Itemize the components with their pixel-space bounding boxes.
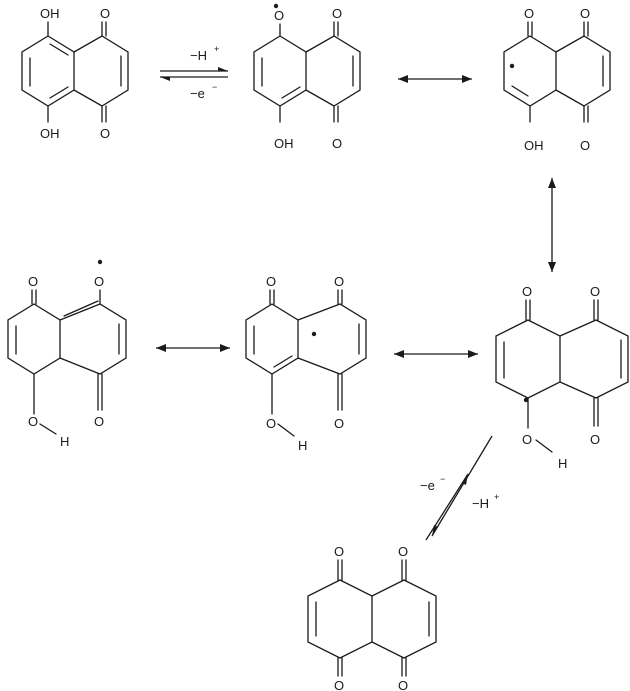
- plus-sup: +: [214, 44, 219, 54]
- radical-dot: [273, 3, 279, 9]
- o-label-top: O: [100, 6, 110, 21]
- minus-sup: −: [212, 82, 217, 92]
- o-label-bottom: O: [94, 414, 104, 429]
- molecule-radical-1: O OH O O: [253, 3, 361, 151]
- molecule-tetraone: O O O O: [307, 544, 437, 691]
- o-label-bottom: O: [334, 416, 344, 431]
- h-label: H: [558, 456, 567, 471]
- equilibrium-arrow-1: −H + −e −: [160, 44, 228, 101]
- minus-e-label: −e: [190, 86, 205, 101]
- o-label-left: O: [266, 274, 276, 289]
- h-label: H: [298, 438, 307, 453]
- o-label-bottom: O: [100, 126, 110, 141]
- minus-sup: −: [440, 474, 445, 484]
- o-label: O: [274, 8, 284, 23]
- plus-sup: +: [494, 492, 499, 502]
- resonance-arrow-3: [156, 344, 230, 352]
- oh-label-bottom: OH: [40, 126, 60, 141]
- minus-h-label: −H: [190, 48, 207, 63]
- o-label-bottom: O: [590, 432, 600, 447]
- o-label-tr: O: [398, 544, 408, 559]
- molecule-radical-4: O O O H O: [245, 274, 367, 453]
- minus-h-label: −H: [472, 496, 489, 511]
- radical-dot: [311, 331, 317, 337]
- o-label-left: O: [28, 274, 38, 289]
- o-label-bl: O: [334, 678, 344, 691]
- o-label-tl: O: [334, 544, 344, 559]
- o-label-bottom: O: [332, 136, 342, 151]
- molecule-radical-3: O O O H O: [7, 259, 127, 449]
- o-label-oh: O: [266, 416, 276, 431]
- oh-label: OH: [274, 136, 294, 151]
- molecule-radical-2: O O OH O: [503, 6, 611, 153]
- o-label-top: O: [332, 6, 342, 21]
- o-label-right: O: [94, 274, 104, 289]
- minus-e-label: −e: [420, 478, 435, 493]
- molecule-radical-5: O O O H O: [495, 284, 629, 471]
- radical-dot: [97, 259, 103, 265]
- resonance-arrow-1: [398, 75, 472, 83]
- o-label-oh: O: [28, 414, 38, 429]
- h-label: H: [60, 434, 69, 449]
- o-label-right: O: [590, 284, 600, 299]
- radical-dot: [523, 397, 529, 403]
- resonance-arrow-2: [548, 178, 556, 272]
- o-label-right: O: [580, 6, 590, 21]
- o-label-left: O: [524, 6, 534, 21]
- radical-dot: [509, 63, 515, 69]
- o-label-right: O: [334, 274, 344, 289]
- molecule-dihydroxy-naphthoquinone: OH OH O O: [21, 6, 129, 141]
- o-label-left: O: [522, 284, 532, 299]
- equilibrium-arrow-2: −e − −H +: [420, 435, 499, 541]
- o-label-br: O: [398, 678, 408, 691]
- oh-label-top: OH: [40, 6, 60, 21]
- oh-label: OH: [524, 138, 544, 153]
- resonance-arrow-4: [394, 350, 478, 358]
- o-label-bottom: O: [580, 138, 590, 153]
- o-label-oh: O: [522, 432, 532, 447]
